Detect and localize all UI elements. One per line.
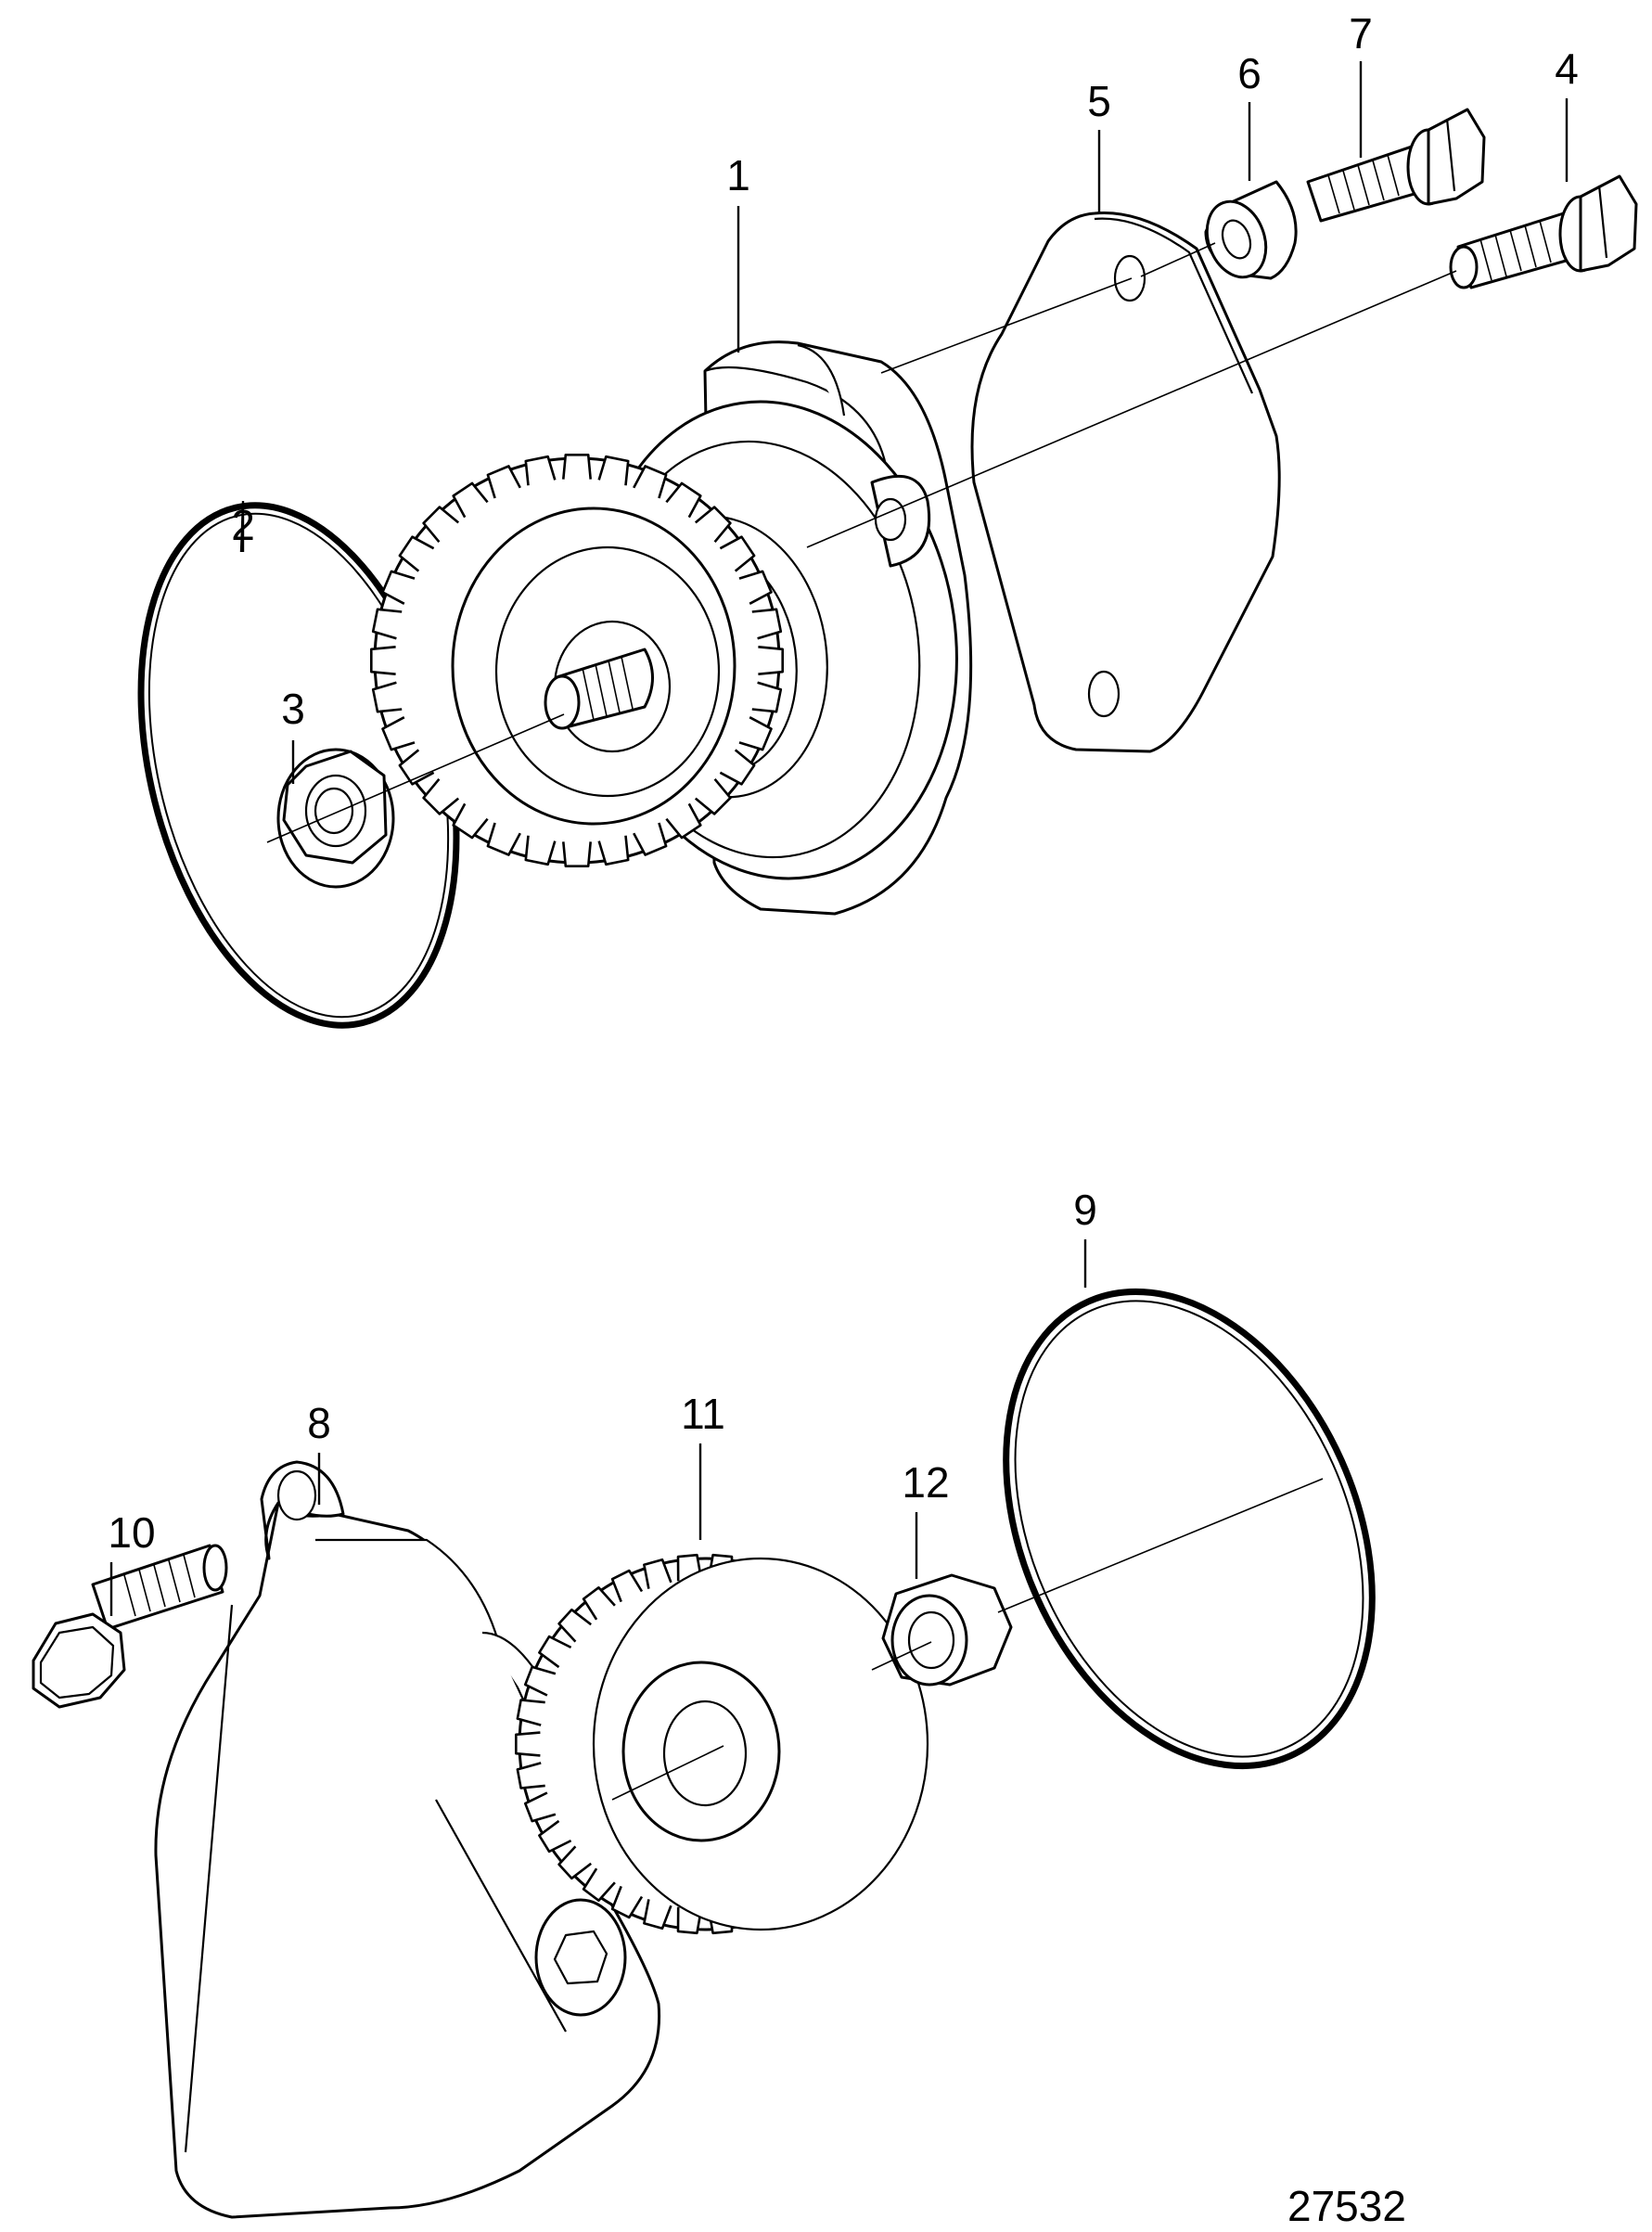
bolt-part-4	[1449, 174, 1638, 289]
drive-gear-part-1	[370, 454, 784, 867]
callout-9: 9	[1073, 1186, 1097, 1234]
callout-7: 7	[1349, 9, 1373, 58]
callout-12: 12	[902, 1458, 949, 1507]
callout-8: 8	[307, 1399, 331, 1447]
flange-nut-part-3	[276, 748, 395, 889]
bolt-part-7	[1306, 108, 1486, 223]
bolt-part-10	[32, 1544, 228, 1709]
callout-11: 11	[681, 1390, 725, 1438]
callout-5: 5	[1087, 77, 1111, 125]
o-ring-part-9	[1003, 1288, 1376, 1770]
callout-10: 10	[108, 1508, 155, 1557]
callout-3: 3	[281, 685, 305, 733]
figure-number: 27532	[1287, 2182, 1406, 2230]
callout-2: 2	[231, 501, 255, 549]
callout-labels: 1 2 3 4 5 6 7 8 9 10 11 12	[108, 9, 1578, 1557]
callout-4: 4	[1555, 45, 1579, 93]
gasket-part-5	[970, 212, 1281, 753]
axis-lines-upper	[266, 242, 1457, 843]
gear-part-11	[515, 1553, 929, 1935]
nut-part-12	[881, 1573, 1013, 1687]
axis-lines-lower	[611, 1478, 1324, 1801]
callout-1: 1	[726, 151, 750, 199]
spacer-part-6	[1204, 180, 1298, 280]
leader-lines	[109, 61, 1569, 1616]
callout-6: 6	[1237, 49, 1261, 97]
